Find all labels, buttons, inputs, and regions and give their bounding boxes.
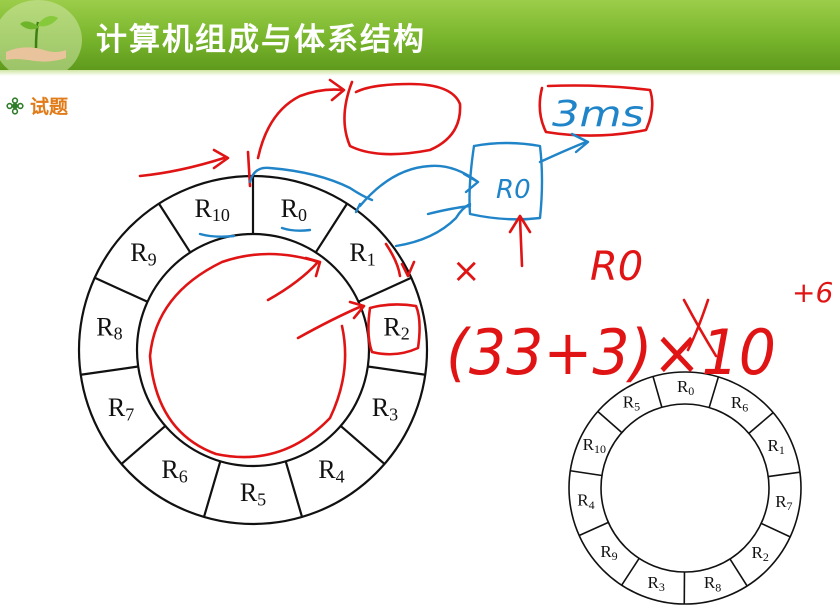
ink-arrow-left — [138, 148, 230, 178]
ink-formula: (33+3)×10 — [446, 316, 776, 389]
red-ink-annotations: × R0 (33+3)×10 +6 — [138, 78, 833, 459]
small-ring-segment-label: R6 — [731, 393, 748, 414]
ink-time-box — [538, 84, 654, 137]
ink-blue-underline — [198, 232, 236, 238]
small-ring-segment-label: R7 — [775, 492, 792, 513]
small-ring-divider — [570, 469, 603, 477]
ink-blue-arrow-lower — [394, 202, 472, 248]
large-ring-segment-label: R4 — [318, 455, 344, 486]
large-ring-inner-circle — [135, 232, 371, 468]
ink-arrow-r2 — [296, 300, 366, 340]
ink-arrow-r1 — [266, 256, 322, 302]
large-ring-divider — [120, 425, 167, 465]
ink-arrow-to-zero — [256, 78, 346, 160]
title-bar: 计算机组成与体系结构 — [0, 0, 840, 70]
blue-ink-annotations: R0 3ms — [198, 94, 718, 358]
ink-bracket-r1 — [384, 242, 402, 278]
large-ring-segment-label: R1 — [349, 238, 375, 269]
small-ring-divider — [620, 557, 640, 586]
small-ring-inner-circle — [600, 403, 770, 573]
large-ring-divider — [339, 425, 386, 465]
small-ring-segment-label: R0 — [677, 377, 694, 398]
small-ring-divider — [748, 411, 774, 435]
ink-exponent: +6 — [792, 276, 833, 309]
ink-time-label: 3ms — [552, 94, 644, 135]
small-ring-segment-label: R9 — [600, 542, 617, 563]
small-ring-segment-label: R1 — [768, 436, 785, 457]
ink-inner-loop — [148, 252, 347, 459]
large-ring-divider — [367, 365, 426, 376]
small-ring-divider — [768, 471, 801, 478]
large-ring-segment-label: R8 — [96, 312, 122, 343]
large-ring-segment-label: R3 — [372, 393, 398, 424]
small-ring-divider — [729, 558, 748, 587]
ink-blue-arrow-mid — [426, 204, 472, 216]
ink-reg-label: R0 — [590, 244, 643, 290]
small-ring-divider — [708, 376, 720, 408]
large-ring-divider — [158, 203, 192, 254]
flower-bullet-icon — [6, 96, 24, 115]
small-ring-divider — [578, 521, 609, 537]
ink-blue-underline-r0 — [280, 226, 312, 232]
small-ring-divider — [597, 410, 623, 434]
ink-blue-curve-box — [358, 164, 480, 208]
section-heading: 试题 — [6, 92, 68, 119]
small-ring-segment-label: R8 — [704, 573, 721, 594]
sprout-hand-logo-icon — [0, 0, 82, 70]
small-ring-segment-label: R10 — [583, 435, 606, 456]
large-ring-segment-label: R7 — [108, 393, 134, 424]
large-ring-divider — [284, 460, 304, 518]
ink-zigzag — [682, 298, 718, 358]
large-ring-segment-label: R6 — [161, 455, 187, 486]
header-divider — [0, 70, 840, 76]
large-ring-segment-label: R0 — [281, 194, 307, 225]
large-ring-divider — [314, 203, 348, 254]
small-ring-segment-label: R3 — [648, 573, 665, 594]
large-ring-divider — [80, 365, 139, 376]
ink-box-label: R0 — [496, 175, 531, 205]
large-ring-divider — [202, 460, 222, 518]
page-title: 计算机组成与体系结构 — [96, 22, 426, 58]
large-ring-segment-label: R9 — [130, 238, 156, 269]
ink-zero-loop — [343, 80, 462, 156]
ink-blue-tick — [354, 202, 362, 214]
small-ring-segment-label: R5 — [623, 392, 640, 413]
large-ring-segment-label: R10 — [194, 194, 229, 225]
ink-r2-box — [367, 303, 421, 356]
large-ring-divider — [94, 276, 148, 303]
ink-blue-arrow-out — [538, 132, 590, 164]
large-ring-divider — [358, 276, 412, 303]
large-ring-segment-label: R5 — [240, 478, 266, 509]
small-ring-divider — [760, 522, 791, 538]
small-ring-segment-label: R2 — [751, 543, 768, 564]
small-ring-divider — [652, 376, 663, 408]
ink-blue-box — [468, 141, 544, 221]
ink-blue-curve-top — [248, 166, 374, 202]
ink-up-arrow — [508, 214, 532, 268]
ink-cross: × — [452, 251, 481, 291]
large-ring-segment-label: R2 — [383, 312, 409, 343]
ink-tick — [400, 260, 416, 278]
small-ring-segment-label: R4 — [577, 491, 594, 512]
section-label: 试题 — [30, 96, 69, 118]
